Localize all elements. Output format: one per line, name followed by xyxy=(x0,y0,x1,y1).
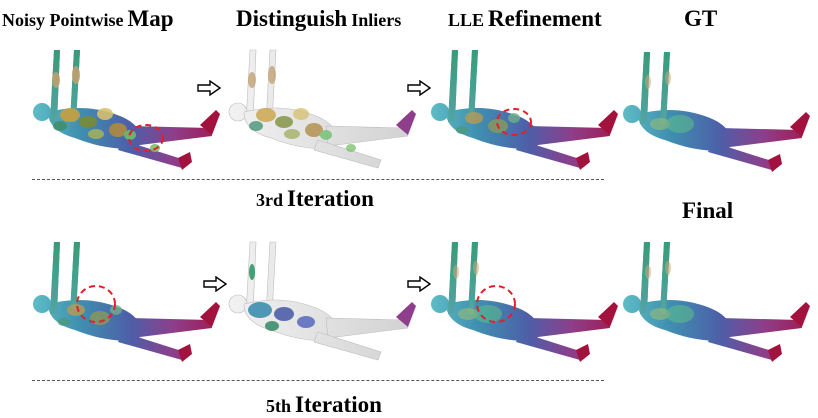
arrow-icon xyxy=(197,80,222,96)
highlight-circle xyxy=(76,285,116,323)
header-col2-part1: Distinguish xyxy=(236,6,348,31)
arrow-icon xyxy=(203,276,228,292)
header-col2-part2: Inliers xyxy=(351,10,402,30)
highlight-circle xyxy=(476,285,516,323)
row1-caption: 3rd Iteration xyxy=(256,186,374,212)
arrow-icon xyxy=(407,276,432,292)
highlight-circle xyxy=(496,108,532,136)
row1-inliers-figure xyxy=(228,49,416,169)
header-distinguish-inliers: Distinguish Inliers xyxy=(236,6,401,32)
row1-divider xyxy=(32,179,604,180)
row2-divider xyxy=(32,380,604,381)
row2-caption-part1: 5th xyxy=(266,396,292,416)
final-label: Final xyxy=(682,198,734,223)
row1-noisy-map-figure xyxy=(30,30,230,170)
row2-caption-part2: Iteration xyxy=(295,392,382,417)
row2-inliers-figure xyxy=(228,241,416,361)
header-lle-refinement: LLE Refinement xyxy=(448,6,602,32)
row2-caption: 5th Iteration xyxy=(266,392,382,418)
final-figure xyxy=(620,222,818,362)
row1-caption-part2: Iteration xyxy=(287,186,374,211)
header-col3-part1: LLE xyxy=(448,10,485,30)
header-col1-part2: Map xyxy=(127,6,174,31)
arrow-icon xyxy=(407,80,432,96)
header-gt: GT xyxy=(684,6,718,31)
row1-caption-part1: 3rd xyxy=(256,190,283,210)
header-col1-part1: Noisy Pointwise xyxy=(2,10,124,30)
header-noisy-pointwise-map: Noisy Pointwise Map xyxy=(2,6,174,32)
header-col3-part2: Refinement xyxy=(488,6,602,31)
gt-figure xyxy=(620,32,818,172)
row2-noisy-map-figure xyxy=(30,222,230,362)
highlight-circle xyxy=(128,124,164,152)
row1-lle-figure xyxy=(428,30,628,170)
row2-lle-figure xyxy=(428,222,628,362)
